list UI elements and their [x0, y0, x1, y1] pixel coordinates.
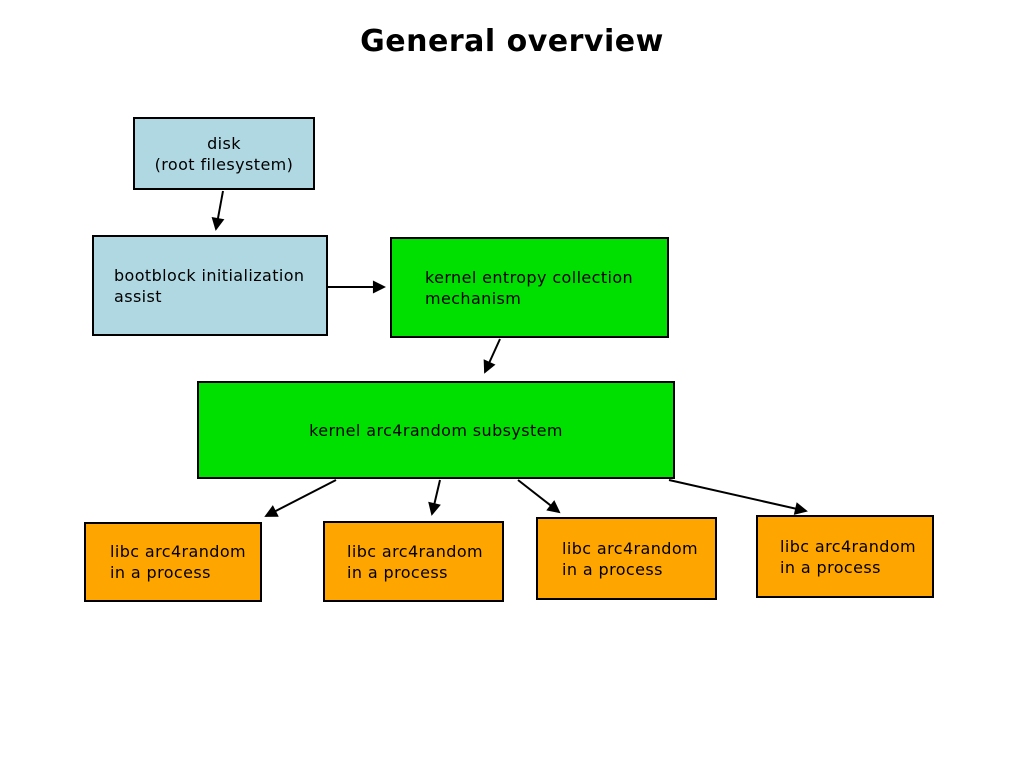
arrow-subsystem-to-libc2 [428, 479, 441, 516]
arrow-subsystem-to-libc1 [264, 479, 337, 517]
node-libc-process-3: libc arc4random in a process [536, 517, 717, 600]
arrow-disk-to-bootblock [211, 190, 225, 231]
node-libc-process-2: libc arc4random in a process [323, 521, 504, 602]
node-libc2-label: libc arc4random in a process [347, 541, 483, 582]
node-entropy-label: kernel entropy collection mechanism [425, 267, 634, 308]
node-libc1-label: libc arc4random in a process [110, 542, 246, 582]
node-libc-process-4: libc arc4random in a process [756, 515, 934, 598]
node-libc4-label: libc arc4random in a process [780, 536, 916, 577]
arrow-subsystem-to-libc4 [668, 479, 808, 515]
node-bootblock-label: bootblock initialization assist [114, 265, 305, 306]
node-disk-label: disk (root filesystem) [154, 133, 294, 174]
node-bootblock-initialization: bootblock initialization assist [92, 235, 328, 336]
arrow-subsystem-to-libc3 [517, 479, 561, 514]
page-title: General overview [360, 24, 664, 59]
node-kernel-entropy-collection: kernel entropy collection mechanism [390, 237, 669, 338]
node-subsystem-label: kernel arc4random subsystem [309, 420, 563, 440]
node-libc-process-1: libc arc4random in a process [84, 522, 262, 602]
arrow-entropy-to-subsystem [483, 338, 501, 374]
node-disk: disk (root filesystem) [133, 117, 315, 190]
node-libc3-label: libc arc4random in a process [562, 538, 698, 579]
node-kernel-arc4random-subsystem: kernel arc4random subsystem [197, 381, 675, 479]
